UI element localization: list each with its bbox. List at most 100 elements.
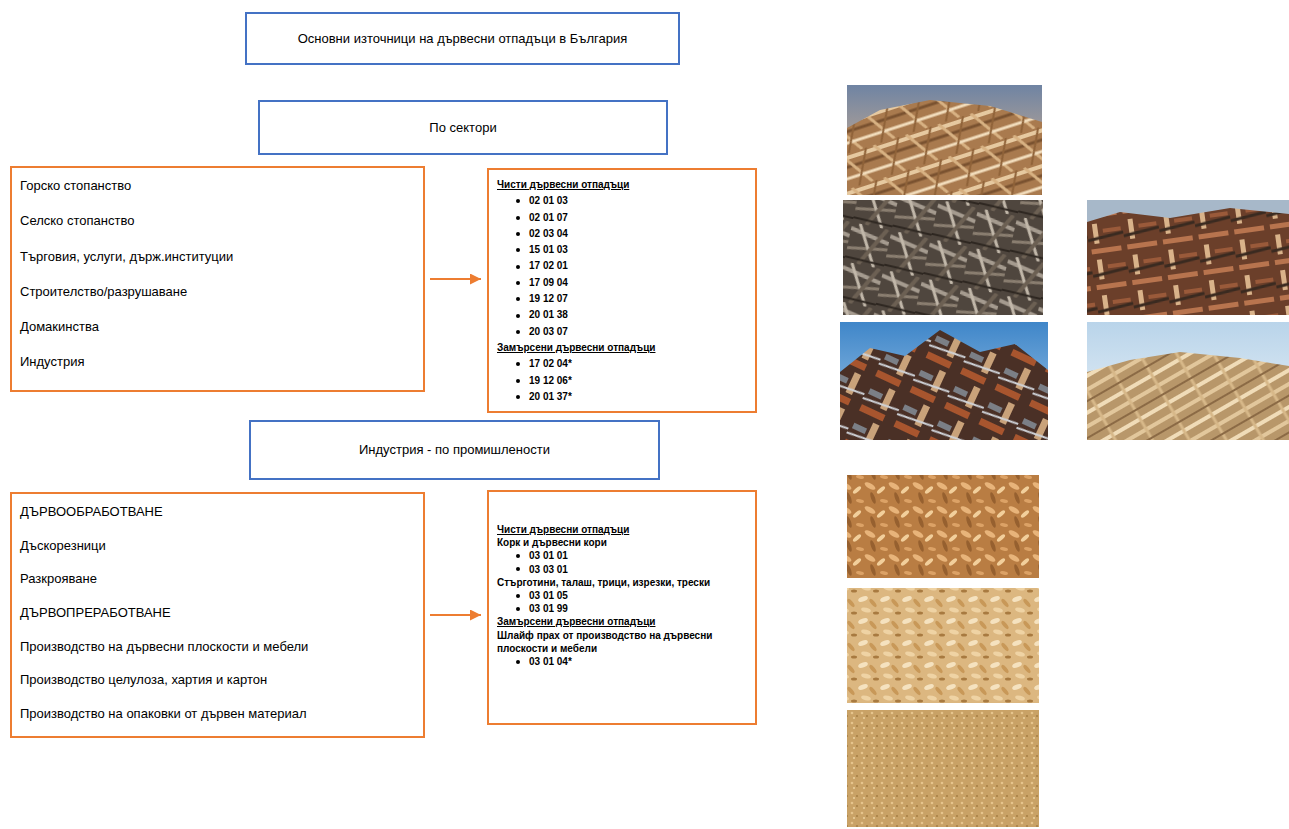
photo-pile [1087,352,1289,440]
waste-code: 03 01 04* [497,655,749,668]
text-row: Замърсени дървесни отпадъци [497,340,749,356]
photo-sawdust [847,710,1039,827]
text-row: Горско стопанство [20,178,415,194]
source-item: Строителство/разрушаване [20,284,415,300]
subcategory-label: Стърготини, талаш, трици, изрезки, треск… [497,576,749,589]
text-row: 03 01 99 [497,602,749,615]
photo-demolition-pile [1087,200,1289,315]
heading-box: По сектори [258,100,668,155]
text-row: Чисти дървесни отпадъци [497,177,749,193]
text-row: 03 03 01 [497,563,749,576]
bullet-dot [516,265,520,269]
photo-plank-pile [847,85,1042,195]
waste-code: 17 02 01 [497,258,749,274]
category-heading: Замърсени дървесни отпадъци [497,615,749,628]
text-row: Селско стопанство [20,213,415,229]
text-row: Замърсени дървесни отпадъци [497,615,749,628]
text-row: 20 01 38 [497,307,749,323]
source-item: Дъскорезници [20,538,415,554]
photo-sky [1087,200,1289,315]
text-row: Търговия, услуги, държ.институции [20,249,415,265]
photo-chips [847,588,1039,703]
bullet-dot [516,281,520,285]
source-item: ДЪРВОПРЕРАБОТВАНЕ [20,605,415,621]
waste-code: 03 01 01 [497,549,749,562]
waste-code: 03 01 05 [497,589,749,602]
photo-pile [847,100,1042,195]
source-item: Производство на дървесни плоскости и меб… [20,639,415,655]
heading-text: Индустрия - по промишлености [359,442,550,458]
subcategory-label: Корк и дървесни кори [497,536,749,549]
text-row: Индустрия [20,354,415,370]
category-heading: Чисти дървесни отпадъци [497,177,749,193]
source-item: Търговия, услуги, държ.институции [20,249,415,265]
waste-code: 17 09 04 [497,275,749,291]
text-row: Производство на опаковки от дървен матер… [20,706,415,722]
text-row: 03 01 01 [497,549,749,562]
text-row: 15 01 03 [497,242,749,258]
bullet-dot [516,594,520,598]
photo-scrap-pile [840,322,1048,440]
source-item: Домакинства [20,319,415,335]
text-row: Дъскорезници [20,538,415,554]
list-box: Чисти дървесни отпадъци02 01 0302 01 070… [487,168,757,413]
bullet-dot [516,395,520,399]
subcategory-label: Шлайф прах от производство на дървесни п… [497,629,749,655]
text-row: Индустрия - по промишлености [359,442,550,458]
text-row: ДЪРВОПРЕРАБОТВАНЕ [20,605,415,621]
arrow-connector [430,614,481,616]
bullet-dot [516,379,520,383]
bullet-dot [516,554,520,558]
bullet-dot [516,297,520,301]
bullet-dot [516,567,520,571]
bullet-dot [516,330,520,334]
waste-code: 19 12 07 [497,291,749,307]
text-row: Корк и дървесни кори [497,536,749,549]
text-row: 17 02 04* [497,356,749,372]
text-row: Стърготини, талаш, трици, изрезки, треск… [497,576,749,589]
text-row: 17 09 04 [497,275,749,291]
photo-pallet-pile [1087,322,1289,440]
text-row: ДЪРВООБРАБОТВАНЕ [20,504,415,520]
waste-code: 03 01 99 [497,602,749,615]
text-row: Разкрояване [20,571,415,587]
text-row: Производство целулоза, хартия и картон [20,672,415,688]
bullet-dot [516,607,520,611]
photo-sky [847,85,1042,195]
bullet-dot [516,362,520,366]
category-heading: Замърсени дървесни отпадъци [497,340,749,356]
photo-pile [843,200,1043,315]
text-row: 03 01 05 [497,589,749,602]
waste-code: 02 03 04 [497,226,749,242]
text-row: 20 01 37* [497,389,749,405]
text-row: Чисти дървесни отпадъци [497,523,749,536]
text-row: 19 12 06* [497,373,749,389]
photo-sky [840,322,1048,440]
text-row: 02 01 03 [497,193,749,209]
text-row: Домакинства [20,319,415,335]
list-box: ДЪРВООБРАБОТВАНЕ ДъскорезнициРазкрояванеД… [10,492,425,738]
text-row: Производство на дървесни плоскости и меб… [20,639,415,655]
waste-code: 17 02 04* [497,356,749,372]
list-box: Горско стопанствоСелско стопанствоТъргов… [10,166,425,392]
heading-box: Индустрия - по промишлености [249,420,660,480]
text-row: 02 01 07 [497,210,749,226]
waste-code: 03 03 01 [497,563,749,576]
bullet-dot [516,199,520,203]
category-heading: Чисти дървесни отпадъци [497,523,749,536]
source-item: Горско стопанство [20,178,415,194]
text-row: 02 03 04 [497,226,749,242]
bullet-dot [516,232,520,236]
waste-code: 20 03 07 [497,324,749,340]
photo-sky [1087,322,1289,440]
text-row: 20 03 07 [497,324,749,340]
source-item: Производство на опаковки от дървен матер… [20,706,415,722]
heading-text: Основни източници на дървесни отпадъци в… [298,31,628,47]
source-item: ДЪРВООБРАБОТВАНЕ [20,504,415,520]
photo-pile [1087,208,1289,315]
source-item: Индустрия [20,354,415,370]
text-row: 17 02 01 [497,258,749,274]
